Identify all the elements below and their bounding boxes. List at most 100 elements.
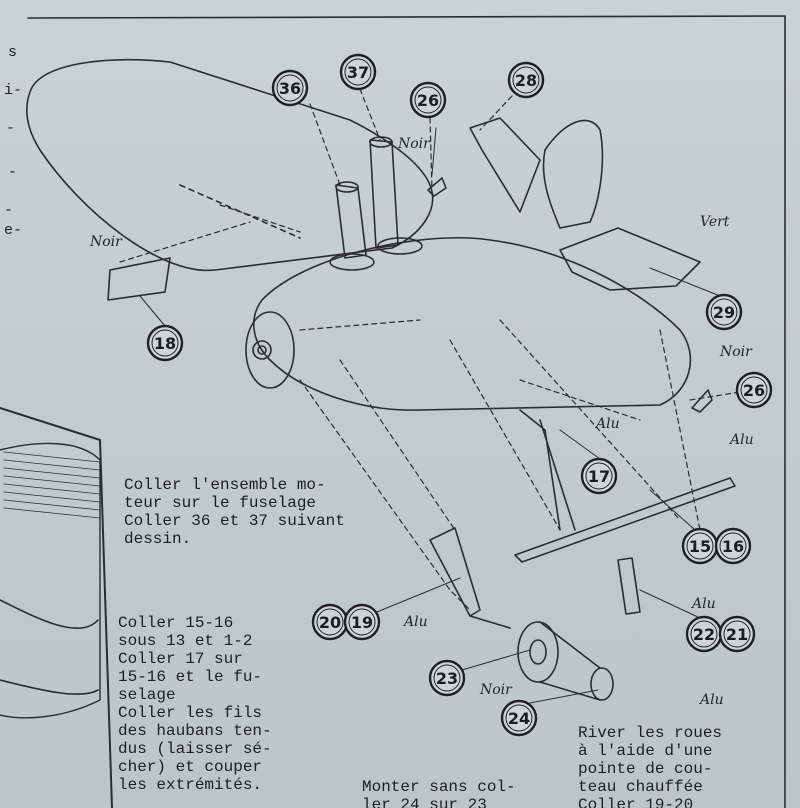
rudder xyxy=(542,119,604,229)
margin-fragment: - xyxy=(6,120,16,137)
callout-19: 19 xyxy=(343,603,381,641)
upper-wing xyxy=(26,58,434,272)
axle xyxy=(469,615,511,629)
label-noir-bottom: Noir xyxy=(479,682,513,698)
inset-hatching xyxy=(3,451,101,519)
wheel-24 xyxy=(590,667,614,701)
callout-inner-ring xyxy=(710,298,738,326)
part-21-22 xyxy=(617,557,641,615)
callout-ring xyxy=(714,527,752,565)
callout-ring xyxy=(428,659,466,697)
callout-16: 16 xyxy=(714,527,752,565)
callout-inner-ring xyxy=(433,664,461,692)
label-noir-right: Noir xyxy=(719,344,753,360)
callout-17: 17 xyxy=(580,457,618,495)
callout-inner-ring xyxy=(723,620,751,648)
propeller-hub-inner xyxy=(257,345,267,355)
callout-inner-ring xyxy=(719,532,747,560)
propeller-26b xyxy=(691,389,713,413)
callout-number: 19 xyxy=(351,613,373,632)
wheel-24-tyre xyxy=(539,621,601,701)
callout-ring xyxy=(500,699,538,737)
callout-inner-ring xyxy=(276,74,304,102)
margin-fragment: - xyxy=(8,164,18,181)
callout-number: 24 xyxy=(508,709,530,728)
margin-fragment: e- xyxy=(4,222,23,239)
engine-cowl xyxy=(245,311,295,389)
lower-wing xyxy=(514,477,736,563)
strut-socket-a xyxy=(329,253,375,271)
inset-wing xyxy=(0,442,101,719)
strut-socket-b xyxy=(377,237,423,255)
callout-22: 22 xyxy=(685,615,723,653)
instruction-engine-assembly: Coller l'ensemble mo- teur sur le fusela… xyxy=(124,476,345,548)
callout-20: 20 xyxy=(311,603,349,641)
callout-ring xyxy=(409,81,447,119)
callout-15: 15 xyxy=(681,527,719,565)
page-border xyxy=(27,15,786,808)
leader-lines xyxy=(139,127,721,704)
callout-21: 21 xyxy=(718,615,756,653)
callout-inner-ring xyxy=(740,376,768,404)
strut-36-top xyxy=(335,181,359,193)
fin-28 xyxy=(469,117,541,213)
callout-ring xyxy=(705,293,743,331)
callout-23: 23 xyxy=(428,659,466,697)
callout-29: 29 xyxy=(705,293,743,331)
callout-number: 21 xyxy=(726,625,748,644)
strut-36 xyxy=(335,184,367,259)
callout-24: 24 xyxy=(500,699,538,737)
label-alu-1: Alu xyxy=(594,416,620,432)
callout-ring xyxy=(507,61,545,99)
callout-ring xyxy=(339,53,377,91)
callout-number: 29 xyxy=(713,303,735,322)
wing-struts-17 xyxy=(519,409,576,531)
callout-ring xyxy=(271,69,309,107)
callout-ring xyxy=(718,615,756,653)
callout-inner-ring xyxy=(505,704,533,732)
callout-37: 37 xyxy=(339,53,377,91)
callout-number: 18 xyxy=(154,334,176,353)
callout-inner-ring xyxy=(414,86,442,114)
callout-inner-ring xyxy=(686,532,714,560)
callout-number: 37 xyxy=(347,63,369,82)
label-noir-top: Noir xyxy=(397,136,431,152)
fuselage xyxy=(253,236,692,411)
wheel-23 xyxy=(517,621,559,683)
propeller-26a xyxy=(427,177,447,197)
callout-number: 20 xyxy=(319,613,341,632)
callout-inner-ring xyxy=(344,58,372,86)
callout-ring xyxy=(735,371,773,409)
callout-26: 26 xyxy=(409,81,447,119)
tailplane-29 xyxy=(559,227,701,291)
callout-28: 28 xyxy=(507,61,545,99)
propeller-hub xyxy=(252,340,272,360)
label-noir-left: Noir xyxy=(89,234,123,250)
callout-number: 28 xyxy=(515,71,537,90)
callout-number: 26 xyxy=(417,91,439,110)
callout-number: 17 xyxy=(588,467,610,486)
instruction-wheels-mount: Monter sans col- ler 24 sur 23 xyxy=(362,778,516,808)
callout-inner-ring xyxy=(690,620,718,648)
label-alu-4: Alu xyxy=(402,614,428,630)
callout-number: 22 xyxy=(693,625,715,644)
callout-36: 36 xyxy=(271,69,309,107)
callout-ring xyxy=(580,457,618,495)
callout-26: 26 xyxy=(735,371,773,409)
callout-number: 23 xyxy=(436,669,458,688)
instruction-lower-wing: Coller 15-16 sous 13 et 1-2 Coller 17 su… xyxy=(118,614,272,794)
callout-inner-ring xyxy=(151,329,179,357)
callout-inner-ring xyxy=(348,608,376,636)
callout-ring xyxy=(343,603,381,641)
callout-number: 36 xyxy=(279,79,301,98)
label-alu-5: Alu xyxy=(698,692,724,708)
strut-37 xyxy=(369,139,399,249)
inset-box-top xyxy=(0,407,101,441)
instruction-rivet-wheels: River les roues à l'aide d'une pointe de… xyxy=(578,724,723,808)
assembly-guides xyxy=(119,88,741,611)
callout-inner-ring xyxy=(316,608,344,636)
